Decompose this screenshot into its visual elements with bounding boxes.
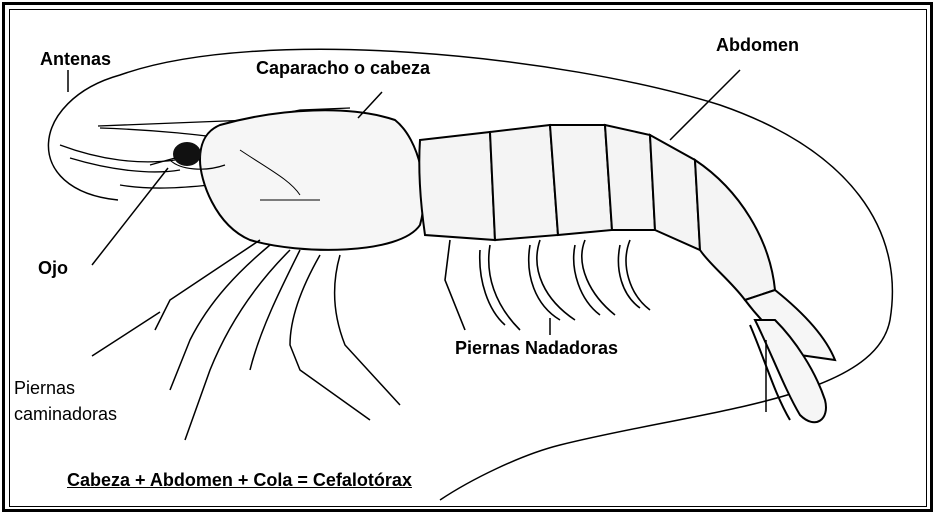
carapace bbox=[200, 110, 424, 250]
label-ojo: Ojo bbox=[38, 258, 68, 279]
swimming-legs bbox=[445, 240, 650, 330]
label-antenas: Antenas bbox=[40, 49, 111, 70]
label-piernas-nadadoras: Piernas Nadadoras bbox=[455, 338, 618, 359]
leader-lines bbox=[68, 70, 766, 412]
label-abdomen: Abdomen bbox=[716, 35, 799, 56]
abdomen-segments bbox=[419, 125, 775, 300]
formula-caption: Cabeza + Abdomen + Cola = Cefalotórax bbox=[67, 470, 412, 491]
label-caparacho: Caparacho o cabeza bbox=[256, 58, 430, 79]
label-piernas-caminadoras: Piernas caminadoras bbox=[14, 375, 117, 427]
label-piernas-caminadoras-line1: Piernas bbox=[14, 375, 117, 401]
label-piernas-caminadoras-line2: caminadoras bbox=[14, 401, 117, 427]
walking-legs bbox=[155, 240, 400, 440]
